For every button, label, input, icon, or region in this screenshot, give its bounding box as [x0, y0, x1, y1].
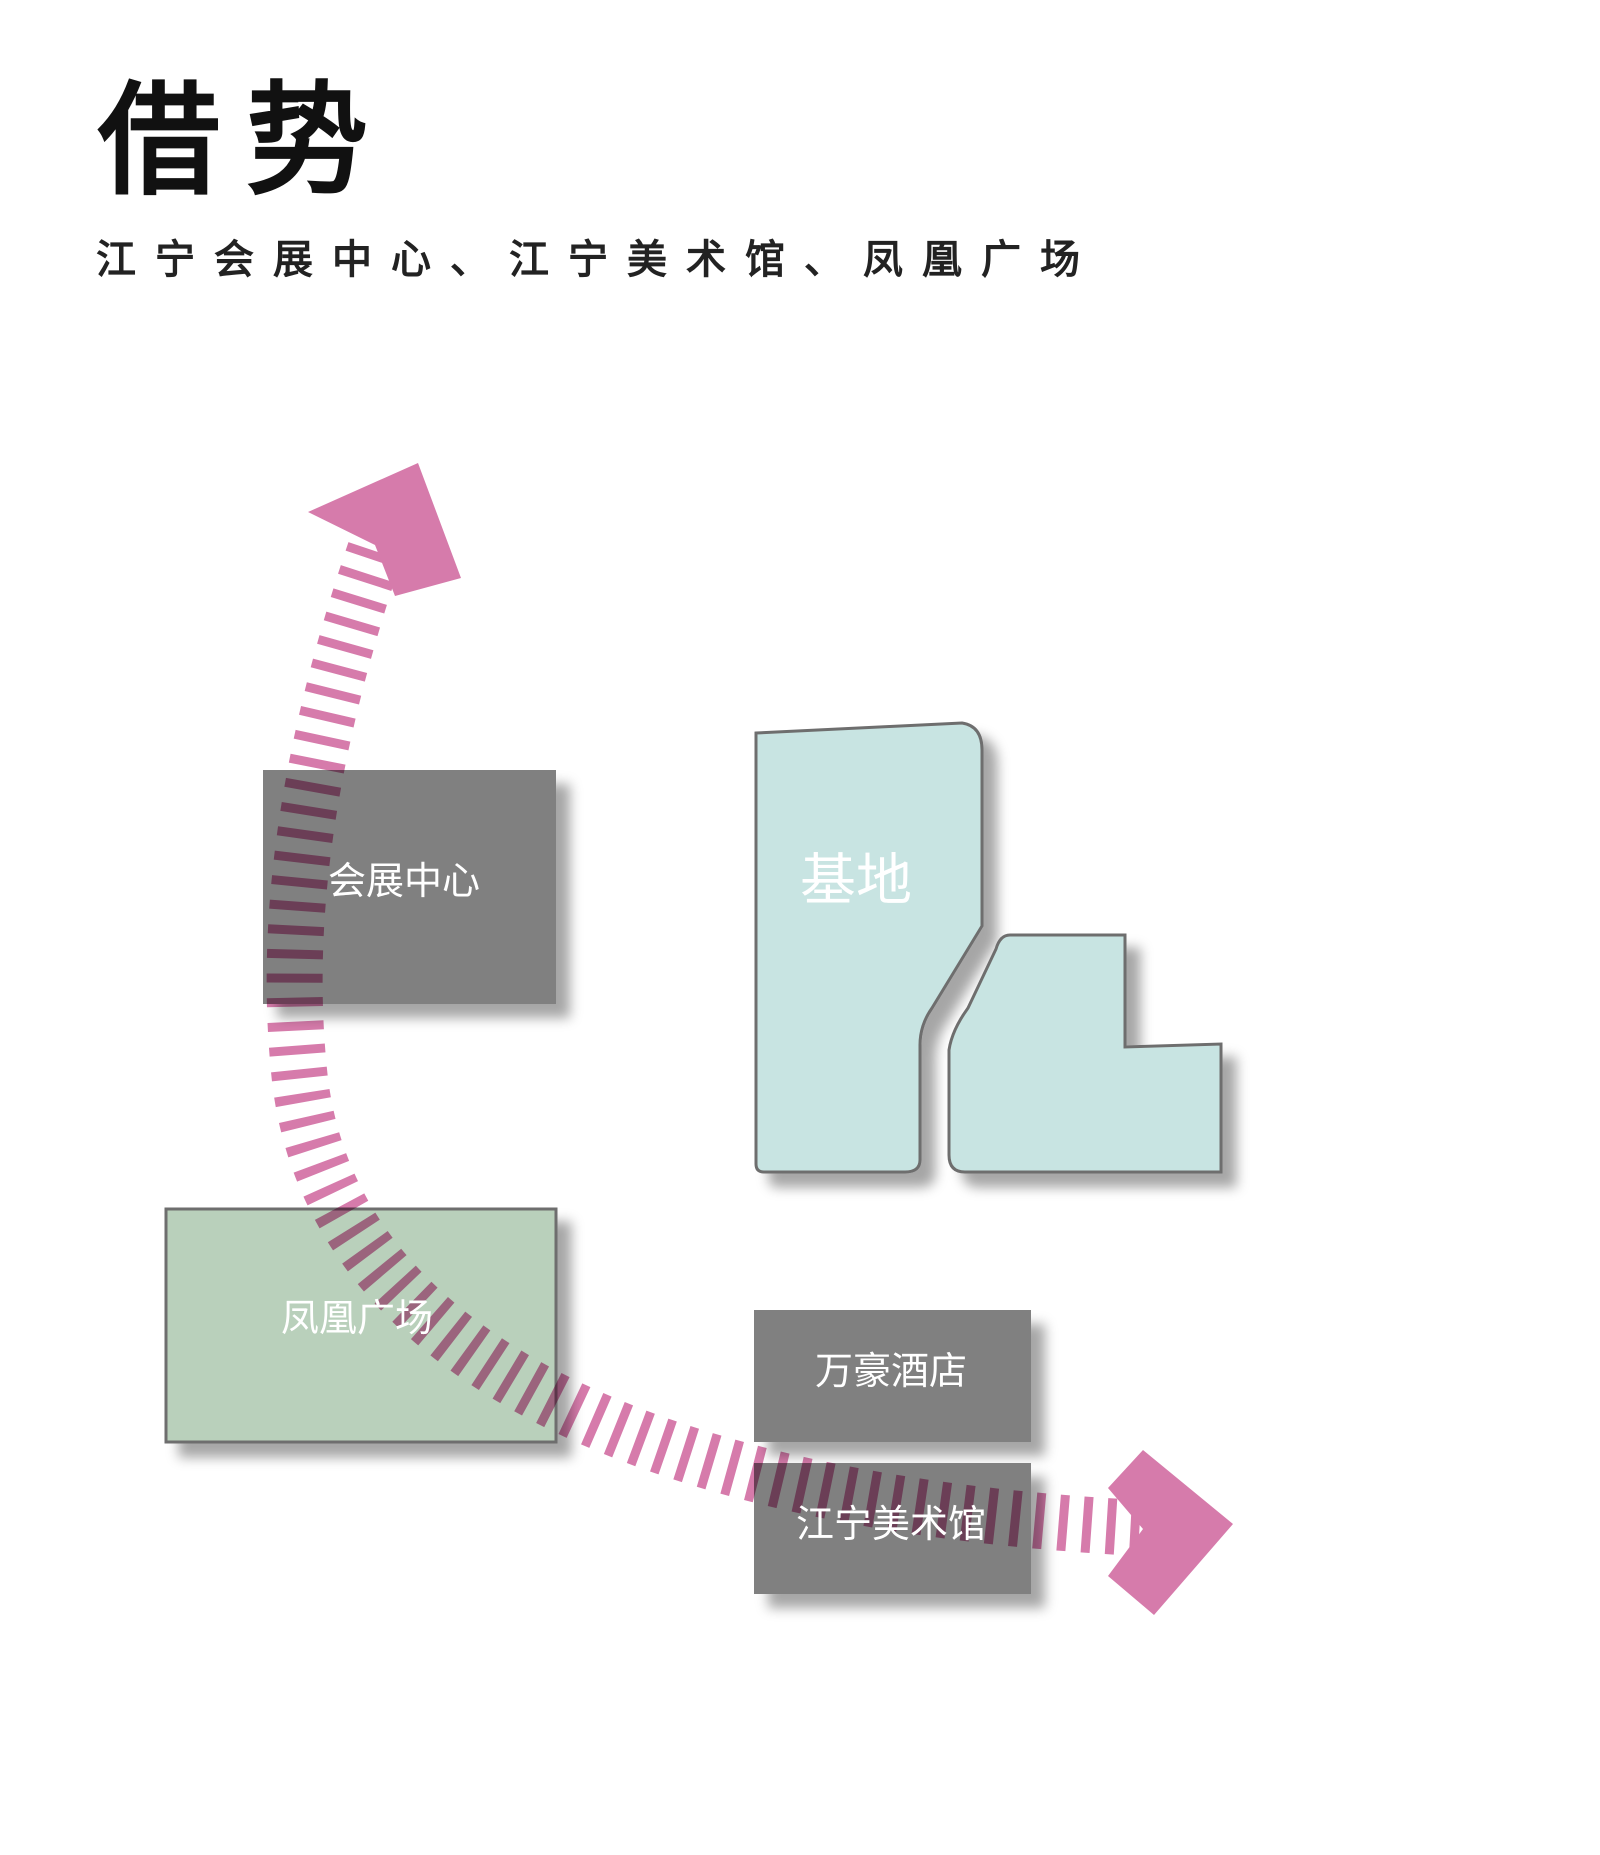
arrowhead-right-icon — [1108, 1450, 1233, 1615]
marriott-hotel-label: 万豪酒店 — [815, 1349, 967, 1393]
site-block — [754, 721, 1223, 1174]
exhibition-center-label: 会展中心 — [328, 859, 480, 903]
flow-arrow — [266, 463, 1233, 1615]
phoenix-plaza-block — [164, 1207, 558, 1444]
phoenix-plaza-label: 凤凰广场 — [281, 1296, 433, 1340]
page-subtitle: 江宁会展中心、江宁美术馆、凤凰广场 — [96, 237, 1099, 283]
site-label: 基地 — [800, 849, 912, 914]
page-title: 借势 — [98, 70, 394, 212]
arrowhead-up-icon — [308, 463, 461, 596]
marriott-hotel-block: 万豪酒店 — [754, 1310, 1031, 1442]
art-museum-label: 江宁美术馆 — [796, 1502, 986, 1546]
